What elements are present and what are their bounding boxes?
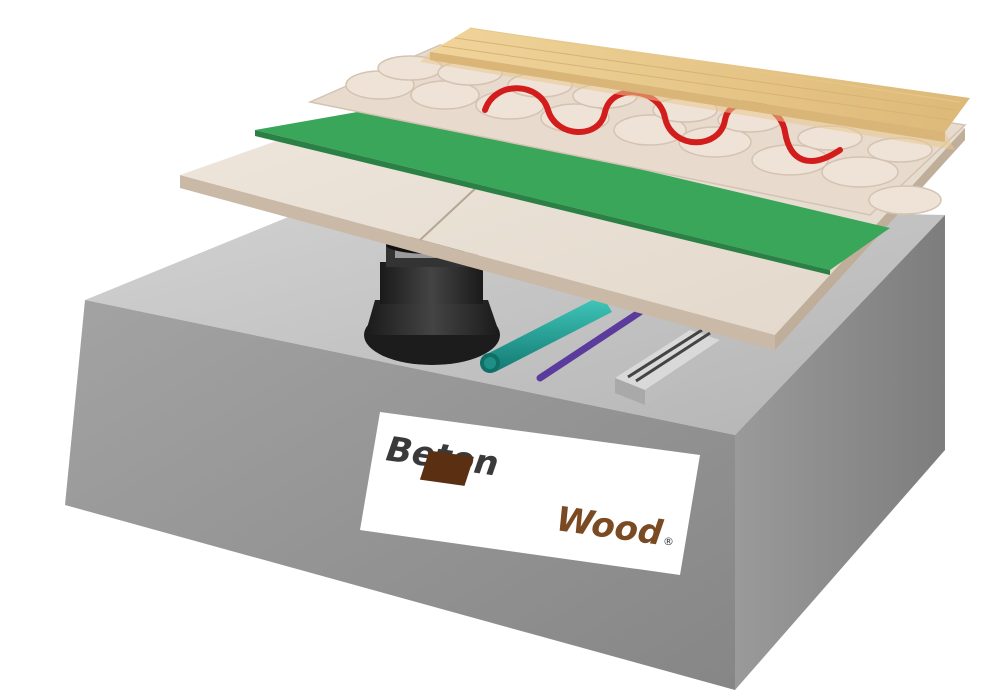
- board-edge: [180, 175, 775, 350]
- logo-registered-mark: ®: [663, 535, 674, 548]
- wood-flooring: [420, 27, 970, 150]
- purple-cable: [536, 308, 644, 382]
- logo-cube-mark: [419, 450, 474, 486]
- teal-conduit-pipe: [480, 295, 612, 373]
- underfloor-heating-pipe: [482, 85, 843, 164]
- slab-right-face: [735, 215, 945, 690]
- metal-cable-tray: [615, 328, 720, 405]
- betonwood-logo: Beton Wood ®: [360, 412, 700, 575]
- board-joint: [419, 185, 479, 241]
- green-felt-layer: [255, 108, 890, 275]
